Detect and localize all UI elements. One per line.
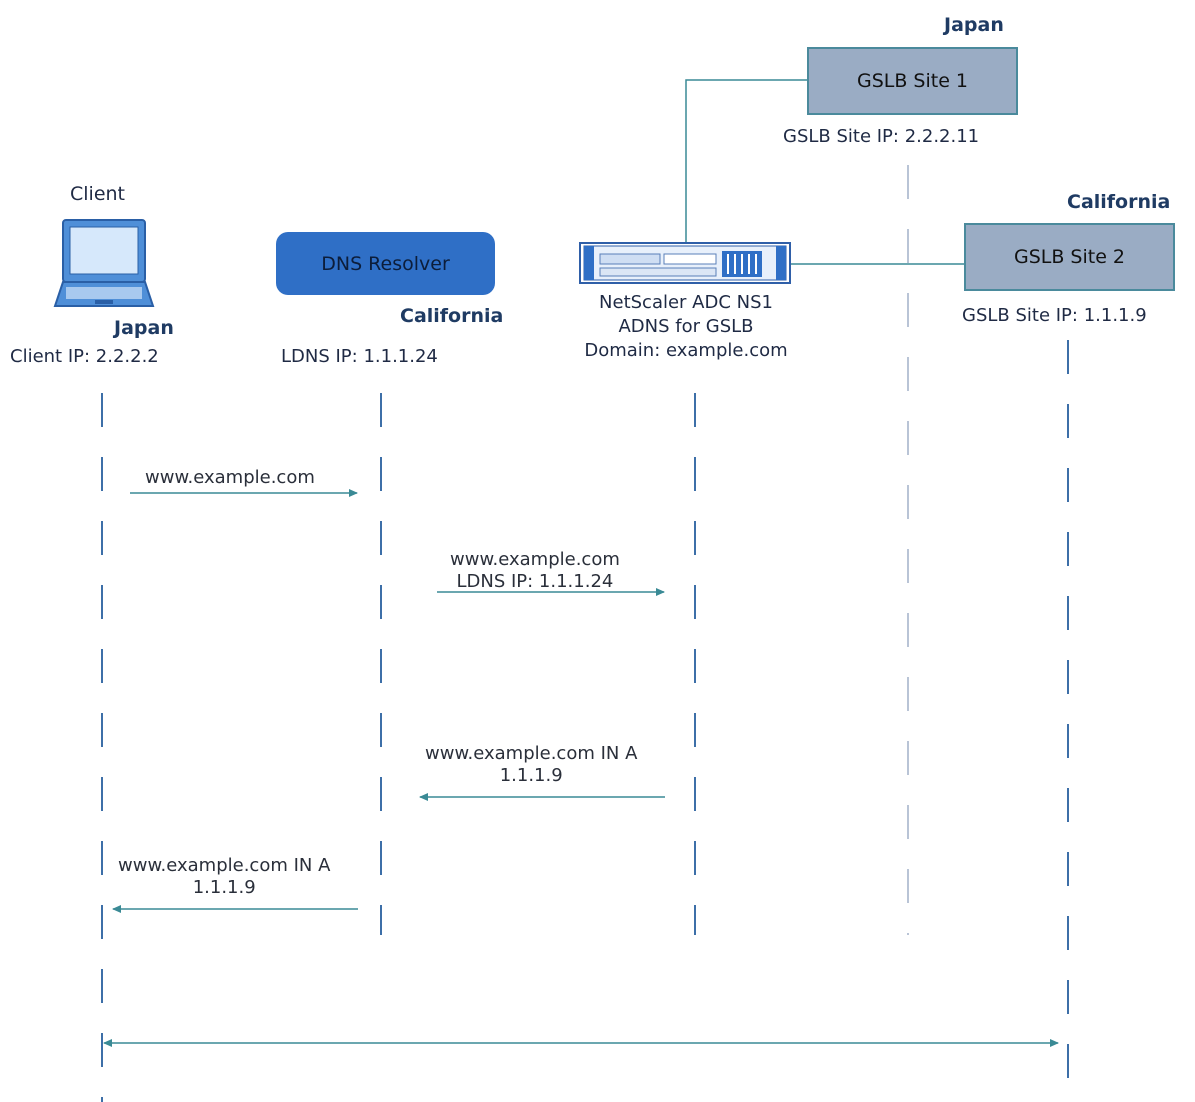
message-4-line-2: 1.1.1.9 — [192, 877, 256, 898]
netscaler-role: ADNS for GSLB — [618, 316, 754, 337]
message-4-label: www.example.com IN A 1.1.1.9 — [118, 855, 330, 899]
message-3-line-2: 1.1.1.9 — [499, 765, 563, 786]
message-2-line-1: www.example.com — [450, 549, 620, 570]
dns-resolver-label: DNS Resolver — [321, 252, 450, 275]
dns-resolver-region: California — [400, 305, 504, 327]
dns-resolver-box: DNS Resolver — [276, 232, 495, 295]
message-2-label: www.example.com LDNS IP: 1.1.1.24 — [450, 549, 620, 593]
message-1-line-1: www.example.com — [145, 467, 315, 488]
message-4-line-1: www.example.com IN A — [118, 855, 331, 876]
client-title: Client — [70, 183, 126, 205]
netscaler-name: NetScaler ADC NS1 — [599, 292, 773, 313]
client-ip: Client IP: 2.2.2.2 — [10, 346, 159, 367]
gslb-site2-label: GSLB Site 2 — [1013, 246, 1126, 268]
message-2-line-2: LDNS IP: 1.1.1.24 — [456, 571, 614, 592]
client-region: Japan — [114, 317, 174, 339]
gslb-site2-box: GSLB Site 2 — [964, 223, 1175, 291]
site2-ip: GSLB Site IP: 1.1.1.9 — [962, 305, 1147, 326]
message-3-line-1: www.example.com IN A — [425, 743, 638, 764]
site2-region: California — [1067, 191, 1171, 213]
message-1-label: www.example.com — [145, 467, 315, 489]
dns-resolver-ip: LDNS IP: 1.1.1.24 — [281, 346, 438, 367]
message-3-label: www.example.com IN A 1.1.1.9 — [425, 743, 637, 787]
netscaler-domain: Domain: example.com — [584, 340, 788, 361]
laptop-icon — [53, 219, 155, 307]
gslb-site1-box: GSLB Site 1 — [807, 47, 1018, 115]
netscaler-appliance-icon — [579, 242, 791, 284]
site1-region: Japan — [944, 14, 1004, 36]
connector-ns-site1 — [685, 79, 808, 242]
site1-ip: GSLB Site IP: 2.2.2.11 — [783, 126, 980, 147]
gslb-site1-label: GSLB Site 1 — [856, 70, 969, 92]
